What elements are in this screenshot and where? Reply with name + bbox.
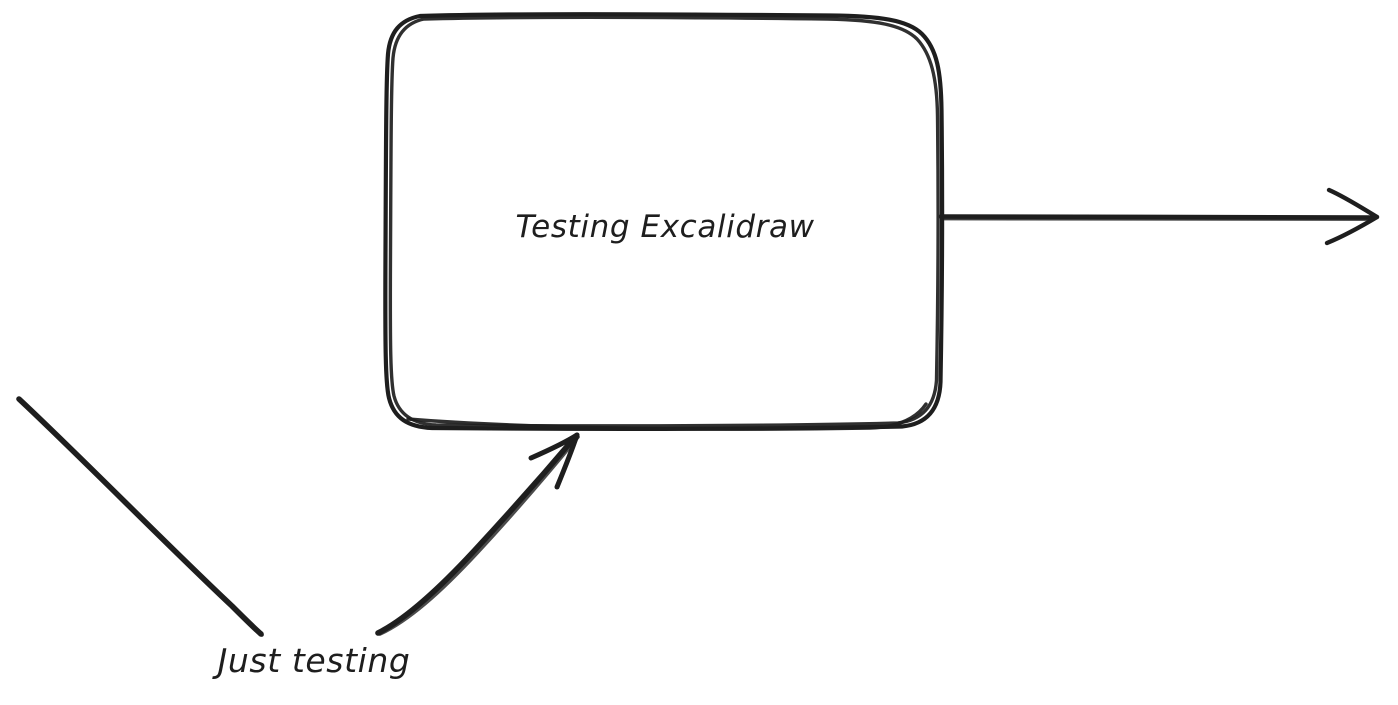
rectangle-bottom-overshoot-stroke bbox=[406, 402, 928, 431]
curved-arrow-descending-stroke-2 bbox=[20, 399, 264, 637]
free-text-label: Just testing bbox=[212, 641, 411, 680]
right-arrow-head-lower-barb bbox=[1324, 214, 1380, 246]
right-arrow-head-upper-barb bbox=[1326, 187, 1380, 220]
curved-arrow-up-right[interactable] bbox=[16, 396, 580, 637]
curved-arrow-head-lower-barb bbox=[554, 432, 580, 490]
right-arrow-shaft-stroke-2 bbox=[942, 216, 1372, 221]
curved-arrow-ascending-stroke bbox=[375, 433, 579, 636]
rounded-rectangle-shape[interactable] bbox=[383, 12, 945, 431]
curved-arrow-ascending-stroke-2 bbox=[378, 435, 580, 636]
rectangle-outline-stroke-1 bbox=[383, 12, 945, 431]
shape-label-text: Testing Excalidraw bbox=[515, 209, 814, 245]
straight-arrow-right[interactable] bbox=[938, 187, 1380, 246]
